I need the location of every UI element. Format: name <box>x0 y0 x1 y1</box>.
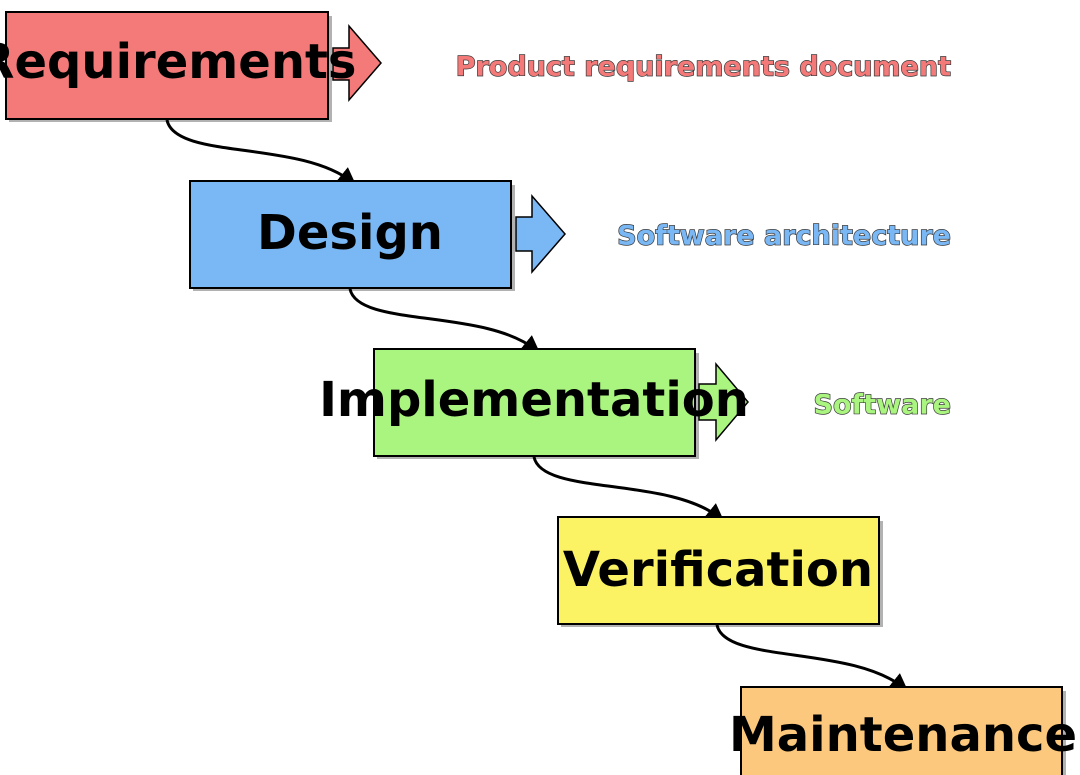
stage-maintenance: Maintenance <box>729 686 1077 775</box>
stage-verification: Verification <box>557 516 883 627</box>
stage-box-design <box>189 180 512 289</box>
stage-box-requirements <box>5 11 329 120</box>
stage-label-design: Design <box>257 205 443 261</box>
stage-requirements: Requirements Product requirements docume… <box>0 11 952 122</box>
stage-implementation: Implementation Software <box>319 348 952 459</box>
connector-design-to-implementation <box>348 288 541 354</box>
output-arrow-design <box>515 193 566 275</box>
stage-box-maintenance <box>740 686 1063 775</box>
stage-label-implementation: Implementation <box>319 372 749 428</box>
output-arrow-requirements <box>332 23 382 103</box>
stage-box-verification <box>557 516 880 625</box>
stage-design: Design Software architecture <box>189 180 952 291</box>
stage-label-maintenance: Maintenance <box>729 707 1077 763</box>
stage-box-implementation <box>373 348 696 457</box>
connector-requirements-to-design <box>165 119 357 186</box>
output-label-requirements: Product requirements document <box>456 52 951 83</box>
output-arrow-implementation <box>698 361 749 443</box>
output-label-implementation: Software <box>814 390 951 421</box>
connectors <box>165 119 909 692</box>
connector-verification-to-maintenance <box>715 624 909 692</box>
stage-label-requirements: Requirements <box>0 34 356 90</box>
output-label-design: Software architecture <box>617 221 951 252</box>
stage-label-verification: Verification <box>563 542 873 598</box>
connector-implementation-to-verification <box>532 456 725 522</box>
